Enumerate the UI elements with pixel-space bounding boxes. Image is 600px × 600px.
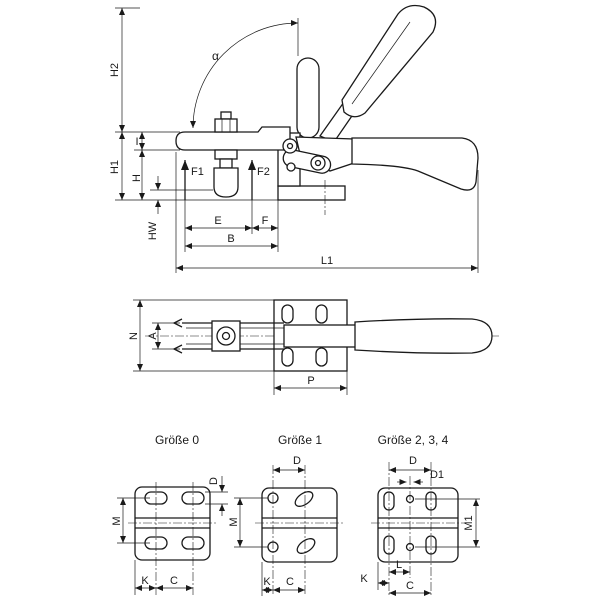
label-K: K xyxy=(263,576,271,588)
label-D: D xyxy=(293,455,301,467)
label-D: D xyxy=(409,455,417,467)
label-P: P xyxy=(307,375,314,387)
pivot-lower xyxy=(286,162,296,172)
top-slot xyxy=(281,304,294,324)
top-slot xyxy=(315,347,328,367)
label-HW: HW xyxy=(147,221,159,240)
top-lever xyxy=(283,324,357,348)
base-rails xyxy=(378,517,458,529)
spindle-pressure-cap xyxy=(213,167,239,198)
pivot-link-pin xyxy=(314,159,322,167)
label-L: L xyxy=(396,559,402,571)
pivot-upper-pin xyxy=(286,142,294,150)
base-plate xyxy=(277,185,346,201)
mounting-slot-oval xyxy=(294,491,314,507)
top-handle-grip xyxy=(354,318,493,354)
label-K: K xyxy=(360,573,368,585)
label-K: K xyxy=(141,575,149,587)
top-view: N A P xyxy=(128,299,500,395)
base-view-title: Größe 1 xyxy=(278,433,322,447)
label-B: B xyxy=(227,233,234,245)
label-alpha: α xyxy=(212,49,219,63)
label-L1: L1 xyxy=(321,255,333,267)
label-M: M xyxy=(228,517,240,526)
label-F2: F2 xyxy=(257,166,270,178)
label-A: A xyxy=(147,332,159,340)
label-I: I xyxy=(135,136,138,148)
top-slot xyxy=(315,304,328,324)
open-position-handle xyxy=(341,4,437,118)
label-F1: F1 xyxy=(191,166,204,178)
base-plate xyxy=(261,487,338,563)
base-view-title: Größe 0 xyxy=(155,433,199,447)
spindle-neck xyxy=(219,158,233,169)
clamp-arm xyxy=(175,126,291,151)
mounting-slot-oval xyxy=(296,538,316,554)
base-rails xyxy=(262,517,337,529)
handle-grip xyxy=(351,137,479,191)
base-view-size-1: Größe 1 D M K C xyxy=(228,433,345,596)
spindle-top xyxy=(220,111,232,120)
spindle-nut-bottom xyxy=(214,149,238,160)
base-plate xyxy=(377,487,459,563)
label-C: C xyxy=(170,575,178,587)
side-view: α F1 F2 xyxy=(109,4,479,273)
label-E: E xyxy=(214,215,221,227)
label-D: D xyxy=(208,477,220,485)
open-handle-ridge xyxy=(351,21,411,105)
label-M1: M1 xyxy=(463,515,475,530)
label-F: F xyxy=(262,215,269,227)
base-rails xyxy=(135,517,210,529)
base-view-size-2-3-4: Größe 2, 3, 4 D D1 M1 K L C xyxy=(360,433,480,596)
label-C: C xyxy=(406,580,414,592)
open-position-arm xyxy=(296,57,320,139)
top-arm-inner xyxy=(186,327,284,345)
label-H2: H2 xyxy=(109,63,121,77)
base-view-size-0: Größe 0 D M K C xyxy=(111,433,228,595)
label-D1: D1 xyxy=(430,469,444,481)
alpha-arc xyxy=(190,20,299,129)
label-M: M xyxy=(111,516,123,525)
label-C: C xyxy=(286,576,294,588)
label-H1: H1 xyxy=(109,160,121,174)
spindle-nut-top xyxy=(214,118,238,133)
label-N: N xyxy=(128,332,140,340)
top-slot xyxy=(281,347,294,367)
top-spindle-core xyxy=(221,331,231,341)
base-view-title: Größe 2, 3, 4 xyxy=(378,433,449,447)
label-H: H xyxy=(131,174,143,182)
